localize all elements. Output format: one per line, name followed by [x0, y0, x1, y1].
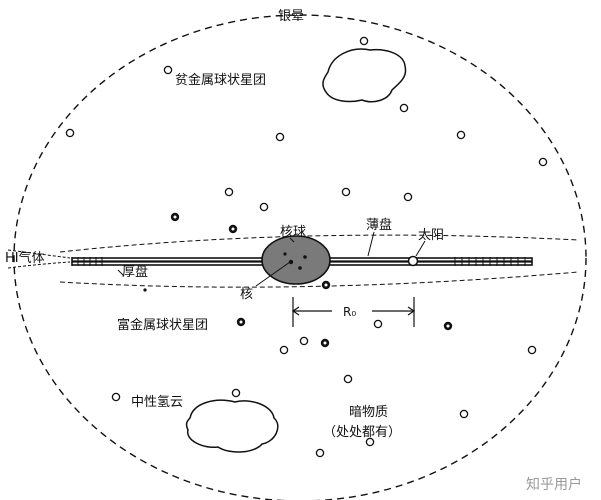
r0-label: R₀: [343, 305, 356, 319]
hi-gas-upper: [7, 249, 71, 259]
metal-rich-cluster: [236, 317, 246, 327]
metal-poor-cluster: [163, 65, 173, 75]
hi-gas-label: HI气体: [5, 250, 45, 266]
dark-matter-everywhere-label: （处处都有）: [323, 425, 401, 440]
metal-poor-cluster: [224, 187, 234, 197]
bulge-star: [303, 255, 307, 259]
small-star: [143, 288, 147, 292]
metal-rich-cluster: [170, 212, 180, 222]
metal-poor-cluster: [399, 103, 409, 113]
neutral-cloud-lower: [185, 399, 279, 453]
metal-rich-cluster: [443, 321, 453, 331]
metal-poor-cluster: [456, 130, 466, 140]
metal-poor-cluster: [359, 36, 369, 46]
neutral-hydrogen-cloud-label: 中性氢云: [131, 395, 183, 410]
thick-disk-upper: [59, 234, 579, 253]
metal-poor-cluster: [231, 388, 241, 398]
metal-poor-cluster: [275, 132, 285, 142]
disk-right-hatch: [454, 257, 526, 266]
metal-poor-cluster: [403, 192, 413, 202]
nucleus-label: 核: [240, 287, 253, 302]
halo-outline: [13, 14, 587, 500]
sun-marker: [407, 255, 419, 267]
thin-disk-pointer: [367, 231, 375, 257]
thick-disk-label: 厚盘: [122, 264, 148, 280]
metal-poor-cluster: [459, 409, 469, 419]
watermark-text: 知乎用户: [526, 476, 582, 493]
bulge-star: [283, 252, 287, 256]
bulge-star: [298, 266, 302, 270]
sun-label: 太阳: [418, 228, 444, 243]
nucleus-pointer: [255, 261, 291, 287]
metal-rich-cluster: [228, 224, 238, 234]
r0-arrowhead-right: [407, 306, 416, 316]
metal-poor-cluster: [259, 202, 269, 212]
metal-poor-cluster-label: 贫金属球状星团: [175, 72, 266, 88]
metal-poor-cluster: [373, 319, 383, 329]
metal-rich-cluster: [320, 338, 330, 348]
nucleus-dot: [288, 259, 294, 265]
metal-poor-cluster: [538, 157, 548, 167]
bulge-label: 核球: [280, 225, 306, 240]
metal-poor-cluster: [111, 392, 121, 402]
metal-poor-cluster: [65, 128, 75, 138]
neutral-cloud-upper: [322, 48, 407, 103]
hi-gas-lower: [7, 261, 71, 269]
r0-arrowhead-left: [291, 306, 300, 316]
thick-disk-pointer: [117, 269, 125, 277]
metal-poor-cluster: [279, 345, 289, 355]
thick-disk-lower: [59, 271, 579, 288]
disk-left-hatch: [71, 257, 103, 266]
bulge-pointer: [289, 237, 295, 243]
metal-poor-cluster: [299, 336, 309, 346]
sun-pointer: [415, 240, 426, 257]
halo-label: 银晕: [278, 9, 304, 24]
metal-poor-cluster: [343, 374, 353, 384]
bulge-ellipse: [261, 235, 331, 285]
metal-poor-cluster: [341, 187, 351, 197]
metal-poor-cluster: [527, 345, 537, 355]
thin-disk-label: 薄盘: [366, 217, 392, 233]
metal-poor-cluster: [315, 448, 325, 458]
metal-rich-cluster: [321, 280, 331, 290]
metal-rich-cluster-label: 富金属球状星团: [117, 317, 208, 333]
dark-matter-label: 暗物质: [349, 405, 388, 420]
metal-poor-cluster: [365, 437, 375, 447]
